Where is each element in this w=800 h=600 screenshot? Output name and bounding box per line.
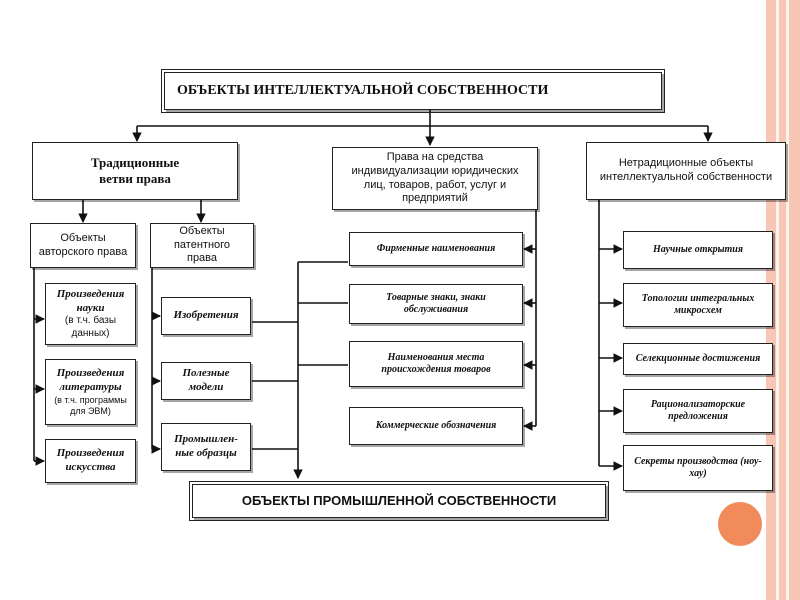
nontraditional-item: Топологии интегральных микросхем <box>623 283 773 327</box>
nontraditional-item: Секреты производства (ноу-хау) <box>623 445 773 491</box>
title-text: ОБЪЕКТЫ ИНТЕЛЛЕКТУАЛЬНОЙ СОБСТВЕННОСТИ <box>177 83 549 99</box>
right-accent-stripe <box>786 0 789 600</box>
industrial-property-box: ОБЪЕКТЫ ПРОМЫШЛЕННОЙ СОБСТВЕННОСТИ <box>189 481 609 521</box>
patent-header: Объекты патентного права <box>150 223 254 268</box>
patent-item: Изобретения <box>161 297 251 335</box>
nontraditional-item: Рационализаторские предложения <box>623 389 773 433</box>
patent-item: Промышлен-ные образцы <box>161 423 251 471</box>
copyright-item: Произведения науки (в т.ч. базы данных) <box>45 283 136 345</box>
individualization-item: Товарные знаки, знаки обслуживания <box>349 284 523 324</box>
copyright-header: Объекты авторского права <box>30 223 136 268</box>
individualization-item: Наименования места происхождения товаров <box>349 341 523 387</box>
diagram-title: ОБЪЕКТЫ ИНТЕЛЛЕКТУАЛЬНОЙ СОБСТВЕННОСТИ <box>161 69 665 113</box>
branch-traditional: Традиционные ветви права <box>32 142 238 200</box>
accent-circle <box>718 502 762 546</box>
individualization-item: Коммерческие обозначения <box>349 407 523 445</box>
individualization-item: Фирменные наименования <box>349 232 523 266</box>
branch-nontraditional: Нетрадиционные объекты интеллектуальной … <box>586 142 786 200</box>
right-accent-stripe <box>776 0 779 600</box>
copyright-item: Произведения литературы (в т.ч. программ… <box>45 359 136 425</box>
branch-individualization: Права на средства индивидуализации юриди… <box>332 147 538 210</box>
copyright-item: Произведения искусства <box>45 439 136 483</box>
nontraditional-item: Научные открытия <box>623 231 773 269</box>
nontraditional-item: Селекционные достижения <box>623 343 773 375</box>
patent-item: Полезные модели <box>161 362 251 400</box>
